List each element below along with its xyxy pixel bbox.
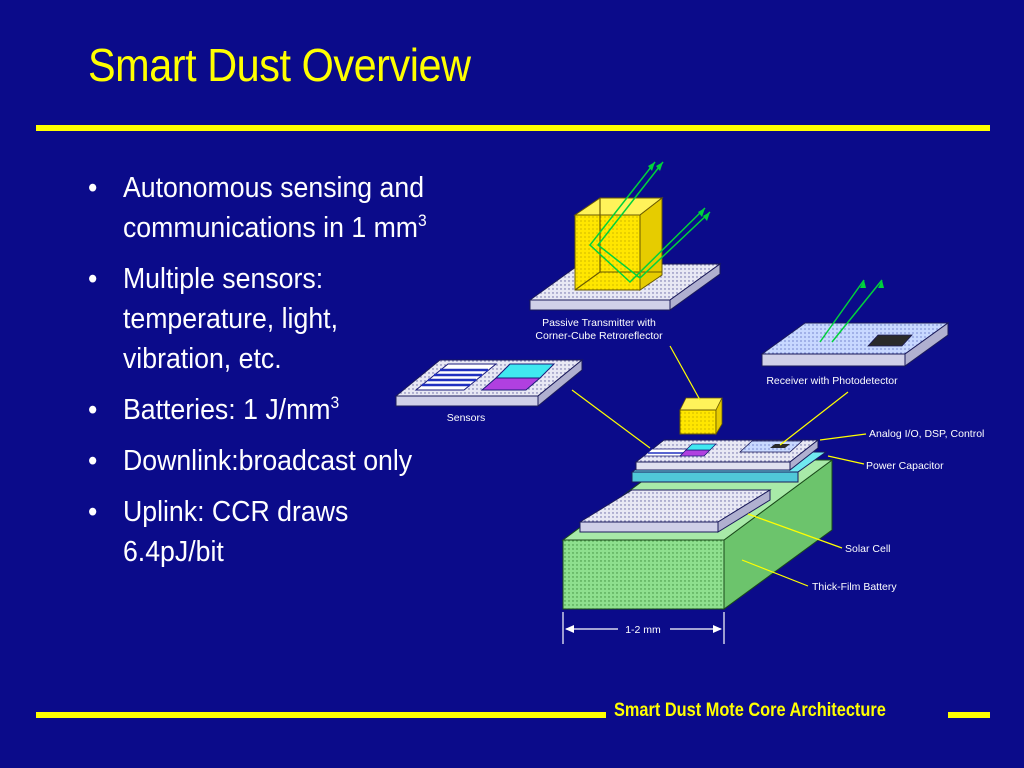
bullet-dot-icon: • [88, 394, 98, 426]
receiver-module [760, 279, 950, 367]
title-underline [36, 125, 990, 131]
callout-lines [571, 345, 867, 587]
mote-stack [561, 397, 834, 610]
transmitter-label: Passive Transmitter with [542, 317, 656, 329]
footer-title: Smart Dust Mote Core Architecture [614, 700, 886, 721]
bullet-item: •Multiple sensors: temperature, light, v… [88, 259, 399, 379]
bullet-list: •Autonomous sensing and communications i… [88, 168, 528, 583]
bullet-item: •Uplink: CCR draws 6.4pJ/bit [88, 492, 427, 572]
footer-rule-right [948, 712, 990, 718]
bullet-dot-icon: • [88, 445, 98, 477]
sensors-module [394, 358, 584, 408]
sensors-label: Sensors [447, 412, 486, 424]
transmitter-label-2: Corner-Cube Retroreflector [535, 330, 663, 342]
bullet-item: •Downlink:broadcast only [88, 441, 493, 481]
bullet-dot-icon: • [88, 496, 98, 528]
transmitter-module [528, 161, 722, 311]
solar-cell-label: Solar Cell [845, 543, 891, 555]
battery-label: Thick-Film Battery [812, 581, 897, 593]
capacitor-label: Power Capacitor [866, 460, 944, 472]
bullet-item: •Autonomous sensing and communications i… [88, 168, 493, 248]
dimension-marker [562, 612, 725, 644]
receiver-label: Receiver with Photodetector [766, 375, 898, 387]
bullet-dot-icon: • [88, 172, 98, 204]
bullet-dot-icon: • [88, 263, 98, 295]
analog-label: Analog I/O, DSP, Control [869, 428, 984, 440]
dimension-label: 1-2 mm [625, 624, 661, 636]
footer-rule-left [36, 712, 606, 718]
slide-title: Smart Dust Overview [88, 39, 471, 91]
bullet-item: •Batteries: 1 J/mm3 [88, 390, 493, 430]
